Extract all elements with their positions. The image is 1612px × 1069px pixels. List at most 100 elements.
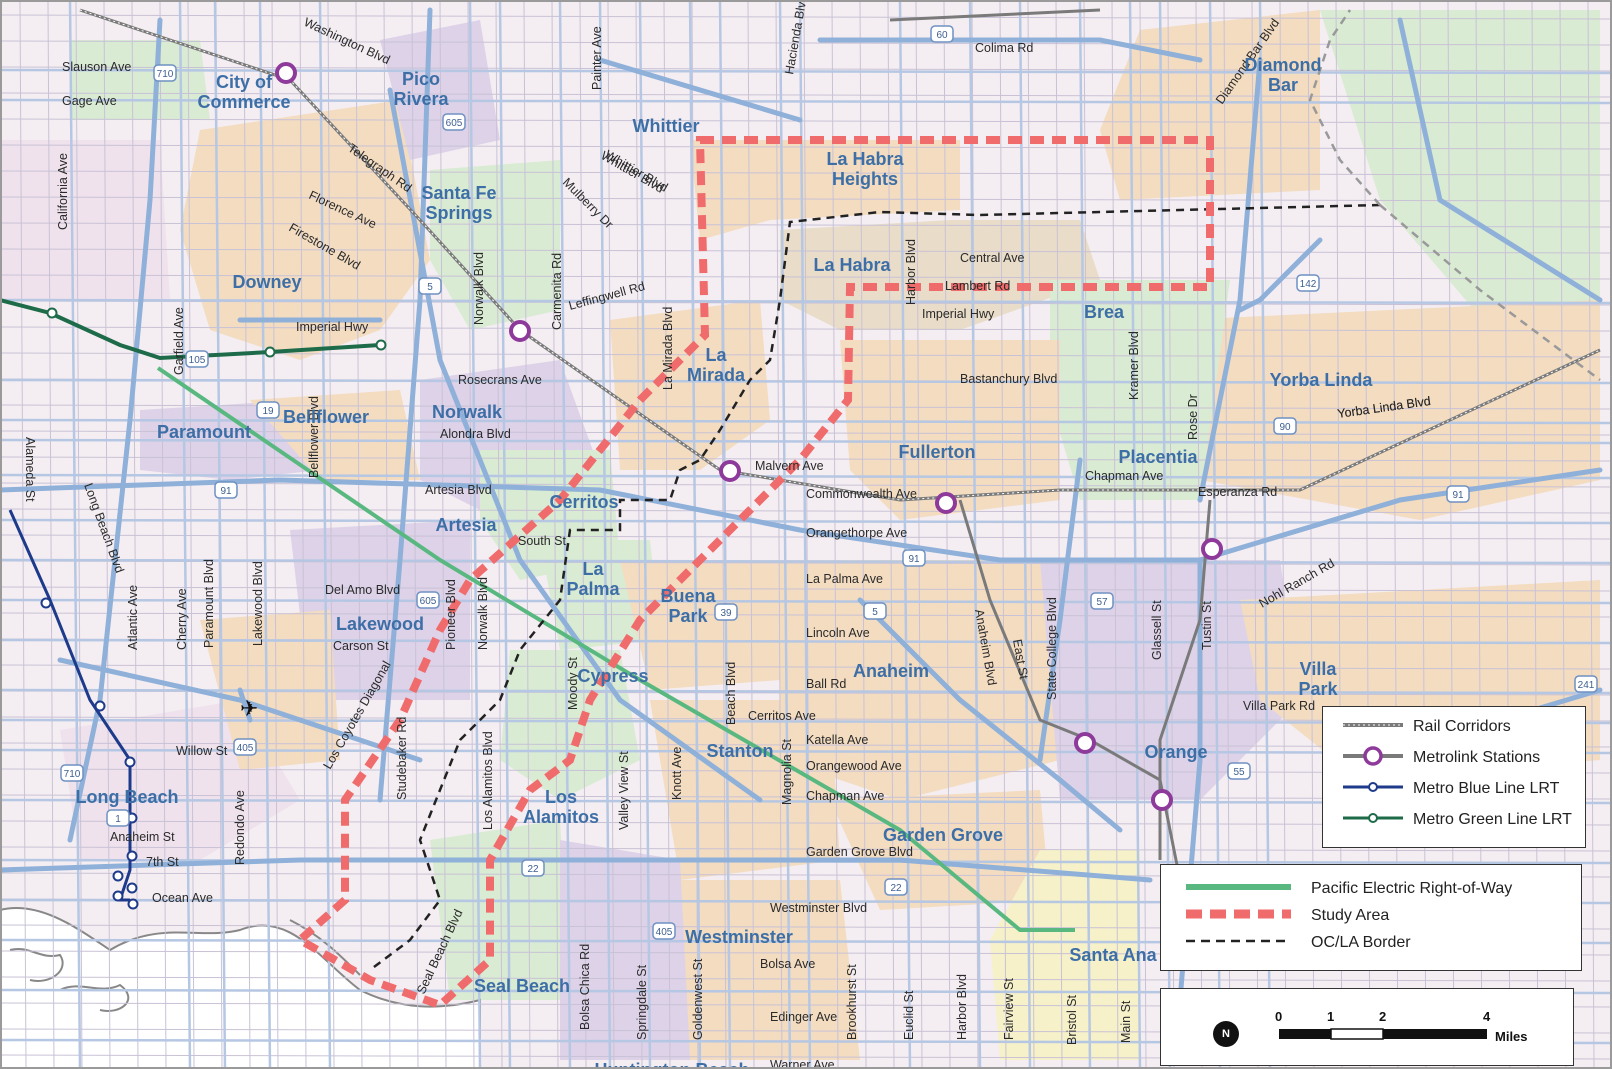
street-label: Garfield Ave — [172, 307, 186, 375]
city-label: Rivera — [393, 89, 449, 109]
street-label: Slauson Ave — [62, 60, 131, 74]
street-label: Katella Ave — [806, 733, 868, 747]
oc-la-border — [369, 203, 1381, 971]
street-label: Willow St — [176, 744, 228, 758]
street-label: Orangethorpe Ave — [806, 526, 907, 540]
blue-line-station — [112, 890, 124, 902]
arterial-road — [598, 0, 612, 1069]
street-label: Artesia Blvd — [425, 483, 492, 497]
north-label: N — [1222, 1028, 1230, 1040]
grid-street — [0, 144, 1612, 150]
legend-swatch — [1161, 904, 1311, 929]
legend-label: Metro Blue Line LRT — [1413, 780, 1560, 797]
metrolink-station-commerce — [275, 62, 297, 84]
blue-line-station — [94, 700, 106, 712]
freeway-shield: 605 — [416, 591, 440, 609]
city-label: Artesia — [435, 515, 497, 535]
city-label: Springs — [425, 203, 492, 223]
city-label: Santa Ana — [1069, 945, 1157, 965]
legend-label: Metro Green Line LRT — [1413, 811, 1572, 828]
freeway-shield: 91 — [902, 549, 926, 567]
freeway-shield-number: 57 — [1096, 597, 1108, 608]
street-label: Esperanza Rd — [1198, 485, 1277, 499]
freeway-shield-badge — [60, 764, 84, 782]
arterial-road — [638, 0, 652, 1069]
freeway-shield-number: 405 — [237, 743, 254, 754]
city-label: City of — [216, 72, 273, 92]
legend-label: OC/LA Border — [1311, 934, 1411, 951]
pacific-electric-right-of-way — [156, 366, 1075, 932]
freeway-shield-number: 22 — [890, 883, 902, 894]
city-label: Stanton — [707, 741, 774, 761]
grid-street — [355, 0, 363, 1069]
grid-street — [47, 0, 55, 1069]
city-label: La Habra — [826, 149, 904, 169]
arterial-road — [1078, 0, 1092, 1069]
freeway-shield: 55 — [1227, 762, 1251, 780]
street-label: Norwalk Blvd — [472, 252, 486, 325]
grid-street — [1027, 0, 1035, 1069]
grid-street — [19, 0, 27, 1069]
freeway-shield-number: 1 — [115, 814, 121, 825]
street-label: Rosecrans Ave — [458, 373, 542, 387]
arterial-road — [778, 0, 792, 1069]
city-label: Huntington Beach — [595, 1060, 750, 1069]
freeway-shield-number: 710 — [64, 769, 81, 780]
freeway-shield: 142 — [1296, 274, 1320, 292]
street-label: Moody St — [566, 657, 580, 710]
street-label: Central Ave — [960, 251, 1024, 265]
street-label: Ball Rd — [806, 677, 846, 691]
street-label: Cerritos Ave — [748, 709, 816, 723]
grid-street — [859, 0, 867, 1069]
arterial-road — [178, 0, 192, 1069]
city-label: Seal Beach — [474, 976, 570, 996]
blue-line-station — [127, 898, 139, 910]
arterial-road — [688, 0, 702, 1069]
metrolink-station-orange — [1151, 789, 1173, 811]
street-label: Warner Ave — [770, 1058, 835, 1069]
street-label: Carson St — [333, 639, 389, 653]
grid-street — [0, 248, 1612, 254]
freeway-shield-number: 142 — [1300, 279, 1317, 290]
grid-street — [0, 40, 1612, 46]
grid-street — [383, 0, 391, 1069]
grid-street — [1139, 0, 1147, 1069]
city-label: La — [582, 559, 604, 579]
airport-icon: ✈ — [240, 697, 258, 722]
street-label: Glassell St — [1150, 600, 1164, 660]
street-label: Gage Ave — [62, 94, 117, 108]
grid-street — [551, 0, 559, 1069]
freeway-shield: 60 — [930, 25, 954, 43]
grid-street — [75, 0, 83, 1069]
metrolink-station-norwalk — [509, 320, 531, 342]
arterial-road — [0, 378, 1612, 385]
grid-street — [0, 222, 1612, 228]
scale-bar — [1279, 1028, 1487, 1040]
grid-street — [271, 0, 279, 1069]
freeway-shield-number: 90 — [1279, 422, 1291, 433]
freeway-shield: 605 — [442, 113, 466, 131]
grid-street — [131, 0, 139, 1069]
street-label: Bristol St — [1065, 994, 1079, 1045]
study-area-boundary — [293, 136, 1214, 1010]
arterial-road — [968, 0, 982, 1069]
street-label: Bastanchury Blvd — [960, 372, 1057, 386]
freeway-shield: 22 — [884, 878, 908, 896]
street-label: Kramer Blvd — [1127, 331, 1141, 400]
city-label: Norwalk — [432, 402, 503, 422]
scale-tick-1: 1 — [1327, 1009, 1335, 1024]
city-label: Whittier — [633, 116, 700, 136]
north-arrow-icon: N — [1213, 1021, 1239, 1047]
street-label: Imperial Hwy — [296, 320, 369, 334]
metrolink-swatch-part — [1363, 745, 1383, 766]
green-swatch-part — [1368, 812, 1378, 823]
freeway-shield-number: 605 — [446, 118, 463, 129]
grid-street — [187, 0, 195, 1069]
grid-street — [159, 0, 167, 1069]
street-label: Lincoln Ave — [806, 626, 870, 640]
blue-line-station — [126, 850, 138, 862]
street-label: Anaheim St — [110, 830, 175, 844]
